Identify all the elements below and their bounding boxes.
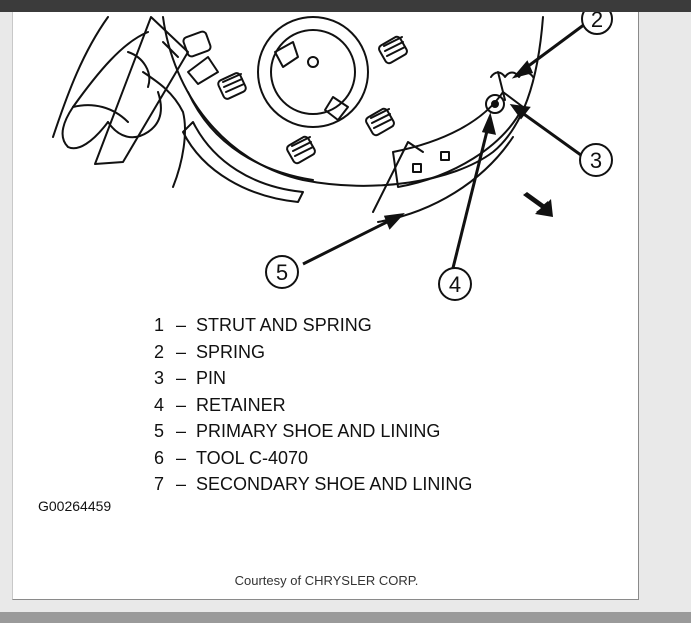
- parts-legend: 1–STRUT AND SPRING 2–SPRING 3–PIN 4–RETA…: [154, 312, 472, 498]
- callout-5: 5: [265, 255, 299, 289]
- legend-item: 1–STRUT AND SPRING: [154, 315, 372, 335]
- callout-4: 4: [438, 267, 472, 301]
- window-bottom-bar: [0, 612, 691, 623]
- svg-text:4: 4: [449, 272, 461, 297]
- window-top-bar: [0, 0, 691, 12]
- legend-item: 3–PIN: [154, 368, 227, 388]
- brake-assembly-illustration: 2 3 4 5: [52, 12, 613, 301]
- legend-item: 5–PRIMARY SHOE AND LINING: [154, 421, 441, 441]
- document-page: 2 3 4 5 1–STRUT AND SPRING 2–SPRING 3–PI…: [12, 12, 639, 600]
- figure-code: G00264459: [38, 498, 112, 514]
- callout-2: 2: [581, 12, 613, 35]
- legend-item: 2–SPRING: [154, 341, 266, 362]
- credit-line: Courtesy of CHRYSLER CORP.: [234, 573, 419, 588]
- legend-item: 7–SECONDARY SHOE AND LINING: [154, 474, 473, 494]
- svg-text:3: 3: [590, 148, 602, 173]
- legend-item: 4–RETAINER: [154, 394, 286, 415]
- callout-3: 3: [579, 143, 613, 177]
- svg-text:2: 2: [591, 12, 603, 32]
- svg-text:5: 5: [276, 260, 288, 285]
- legend-item: 6–TOOL C-4070: [154, 447, 309, 468]
